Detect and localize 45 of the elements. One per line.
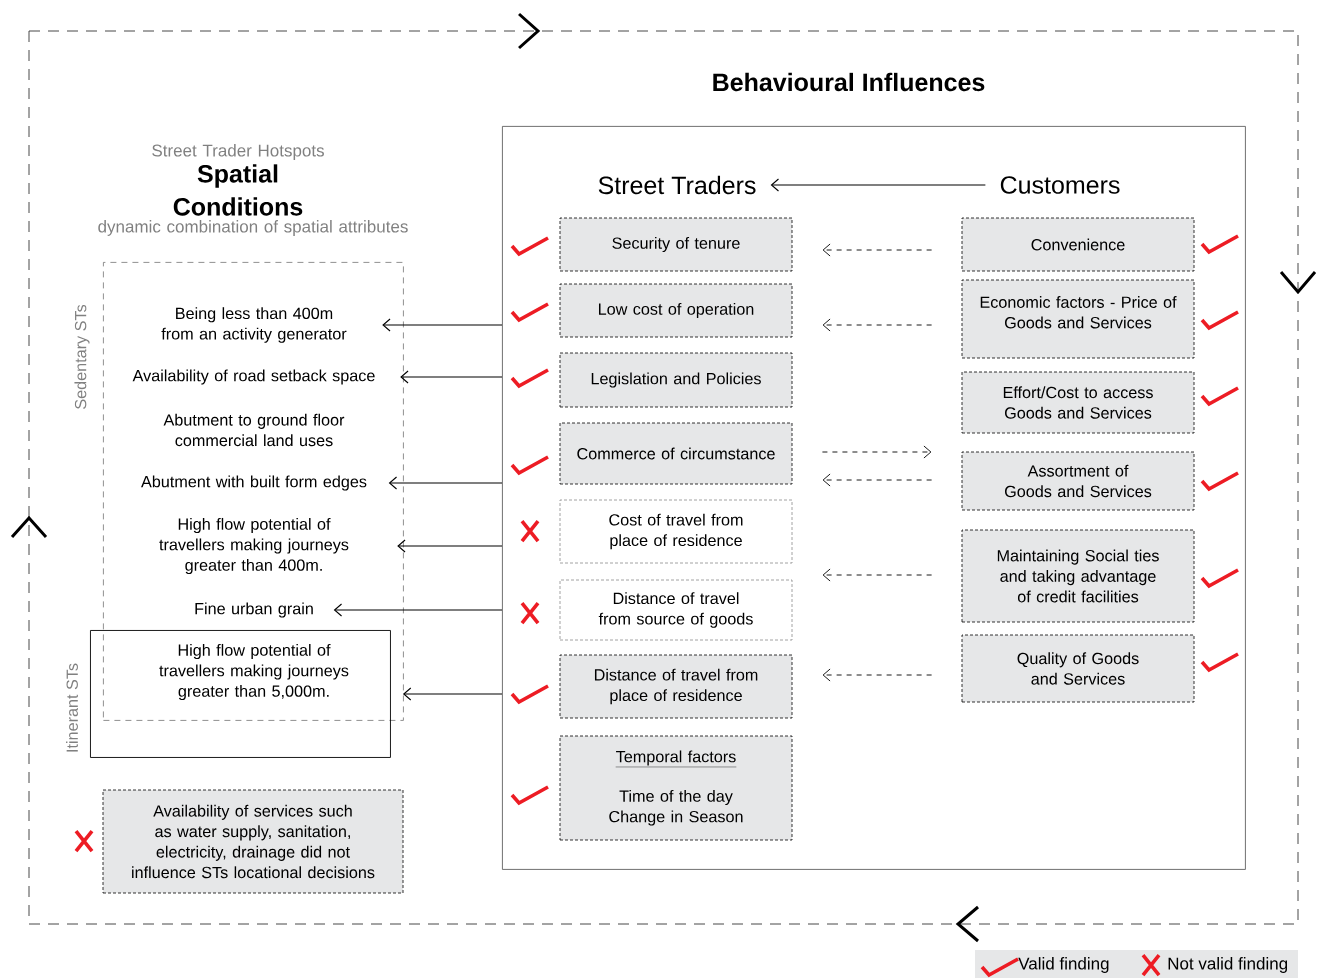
arrow [333,603,503,617]
note-box: Availability of services such as water supply, sanitation, electricity, drainage did not influence STs locational decisions [102,789,404,894]
factor-box: Cost of travel from place of residence [559,499,793,564]
arrow [822,473,933,487]
condition-text: High flow potential of travellers making journeys greater than 5,000m. [159,643,349,701]
arrow [402,687,503,701]
side-label: Itinerant STs [66,663,78,752]
factor-box: Distance of travel from source of goods [559,579,793,641]
condition-text: Being less than 400m from an activity generator [161,307,347,343]
arrow [822,568,933,582]
heading-caption: dynamic combination of spatial attributes [98,220,408,236]
factor-box: Maintaining Social ties and taking advantage of credit facilities [961,529,1195,623]
column-heading: Customers [1000,176,1120,194]
heading-title: Spatial Conditions [173,164,303,216]
arrow [822,668,933,682]
arrow [821,445,932,459]
side-label: Sedentary STs [74,304,90,409]
factor-box: Legislation and Policies [559,352,793,408]
factor-box: Security of tenure [559,217,793,272]
arrow [397,539,503,553]
arrow [388,476,503,490]
column-heading: Street Traders [598,175,756,195]
heading-caption: Street Trader Hotspots [152,144,324,160]
condition-text: Abutment to ground floor commercial land uses [163,413,345,447]
factor-box: Quality of Goods and Services [961,634,1195,703]
arrow [400,370,503,384]
condition-text: High flow potential of travellers making journeys greater than 400m. [159,517,349,575]
factor-box: Distance of travel from place of residence [559,654,793,719]
arrow [770,178,986,192]
factor-box: Commerce of circumstance [559,422,793,485]
arrow [822,318,933,332]
arrow [822,243,933,257]
arrow [382,318,503,332]
factor-box: Assortment of Goods and Services [961,451,1195,511]
factor-box: Temporal factors Time of the day Change in Season [559,735,793,841]
condition-text: Fine urban grain [195,602,313,618]
factor-box: Effort/Cost to access Goods and Services [961,371,1195,434]
condition-text: Abutment with built form edges [141,475,367,491]
panel-title: Behavioural Influences [713,72,985,92]
factor-box: Economic factors - Price of Goods and Services [961,279,1195,359]
legend-label: Not valid finding [1168,957,1288,973]
condition-text: Availability of road setback space [132,369,375,385]
legend-label: Valid finding [1018,957,1109,973]
factor-box: Low cost of operation [559,283,793,338]
factor-box: Convenience [961,217,1195,272]
